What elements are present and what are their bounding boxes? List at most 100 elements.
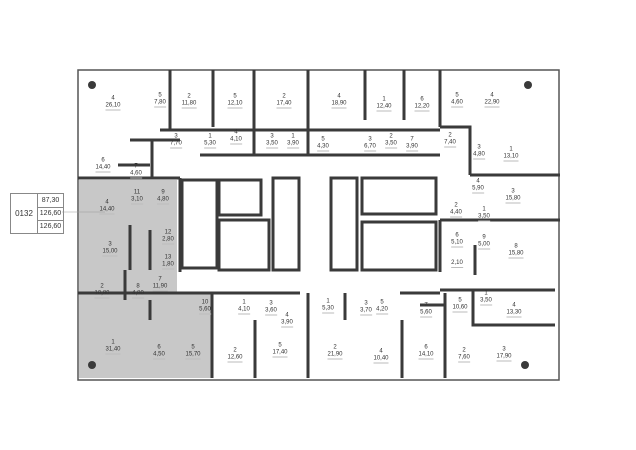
room-number: 3 <box>270 133 274 140</box>
room-number: 1 <box>326 298 330 305</box>
highlighted-apartment[interactable] <box>79 180 212 378</box>
room-number: 12 <box>164 229 172 236</box>
room-number: 4 <box>476 178 480 185</box>
room-area: 22,90 <box>484 99 500 108</box>
room-area: 3,50 <box>266 140 278 149</box>
room-area: 3,50 <box>385 140 397 149</box>
room-number: 8 <box>136 283 140 290</box>
room-area: 5,90 <box>472 185 484 194</box>
room-number: 11 <box>133 189 141 196</box>
room-area: 3,10 <box>131 196 143 205</box>
room-area: 5,00 <box>478 241 490 250</box>
room-number: 6 <box>455 232 459 239</box>
room-area: 4,10 <box>230 136 242 145</box>
room-area: 10,80 <box>94 290 110 299</box>
room-area: 7,70 <box>170 140 182 149</box>
room-number: 4 <box>111 95 115 102</box>
walls <box>78 70 560 378</box>
room-number: 1 <box>382 96 386 103</box>
room-area: 3,70 <box>360 307 372 316</box>
room-number: 2 <box>187 93 191 100</box>
room-area: 15,70 <box>185 351 201 360</box>
room-area: 4,30 <box>317 143 329 152</box>
apartment-number: 0132 <box>11 194 38 233</box>
room-area: 5,30 <box>204 140 216 149</box>
room-number: 2 <box>282 93 286 100</box>
room-number: 9 <box>482 234 486 241</box>
room-number: 2 <box>454 202 458 209</box>
room-area: 3,60 <box>265 307 277 316</box>
room-number: 5 <box>233 93 237 100</box>
room-area: 2,80 <box>162 236 174 245</box>
room-area: 6,70 <box>364 143 376 152</box>
room-number: 3 <box>477 144 481 151</box>
room-area: 14,40 <box>95 164 111 173</box>
room-area: 12,40 <box>376 103 392 112</box>
room-area: 4,60 <box>130 170 142 179</box>
room-number: 5 <box>278 342 282 349</box>
room-area: 1,80 <box>162 261 174 270</box>
room-area: 3,90 <box>406 143 418 152</box>
room-number: 6 <box>420 96 424 103</box>
area-value: 126,60 <box>38 207 63 221</box>
room-number: 3 <box>364 300 368 307</box>
room-area: 26,10 <box>105 102 121 111</box>
room-area: 14,10 <box>418 351 434 360</box>
room-number: 1 <box>208 133 212 140</box>
room-area: 7,40 <box>444 139 456 148</box>
room-number: 1 <box>242 299 246 306</box>
room-area: 15,80 <box>505 195 521 204</box>
room-area: 14,40 <box>99 206 115 215</box>
room-number: 7 <box>410 136 414 143</box>
room-area: 21,90 <box>327 351 343 360</box>
room-number: 7 <box>424 302 428 309</box>
room-number: 13 <box>164 254 172 261</box>
area-value: 126,60 <box>39 223 62 230</box>
room-area: 3,50 <box>478 213 490 222</box>
room-number: 3 <box>368 136 372 143</box>
apartment-info-box[interactable]: 0132 87,30 126,60 126,60 <box>10 193 64 234</box>
core <box>180 176 438 272</box>
room-area: 4,50 <box>153 351 165 360</box>
room-number: 3 <box>174 133 178 140</box>
room-number: 1 <box>111 339 115 346</box>
room-area: 11,90 <box>152 283 168 292</box>
room-area: 12,20 <box>414 103 430 112</box>
room-area: 5,30 <box>322 305 334 314</box>
room-area: 11,80 <box>181 100 197 109</box>
room-area: 31,40 <box>105 346 121 355</box>
